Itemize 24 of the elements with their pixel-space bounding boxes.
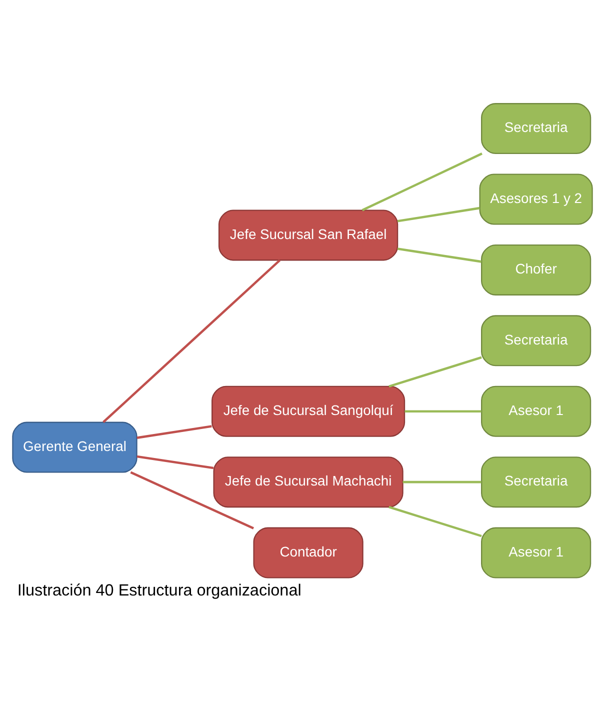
node-box: Secretaria	[481, 314, 592, 366]
node-box: Gerente General	[12, 421, 138, 472]
caption: Ilustración 40 Estructura organizacional	[17, 580, 302, 599]
connector	[102, 258, 281, 422]
node-box: Secretaria	[481, 456, 592, 508]
connector	[402, 480, 482, 483]
connector	[388, 505, 482, 537]
node-box: Jefe Sucursal San Rafael	[218, 209, 398, 260]
connector	[397, 247, 482, 262]
connector	[397, 206, 480, 222]
connector	[388, 356, 482, 388]
connector	[362, 152, 482, 211]
node-box: Asesores 1 y 2	[479, 173, 593, 224]
node-box: Chofer	[481, 244, 592, 295]
node-box: Secretaria	[481, 102, 592, 154]
connector	[404, 410, 482, 412]
node-box: Asesor 1	[481, 526, 592, 578]
connector	[130, 470, 254, 529]
connector	[136, 454, 214, 469]
node-box: Jefe de Sucursal Machachi	[213, 456, 404, 508]
node-box: Contador	[253, 526, 364, 578]
connector	[136, 424, 212, 438]
node-box: Jefe de Sucursal Sangolquí	[212, 385, 406, 436]
node-box: Asesor 1	[481, 385, 592, 436]
